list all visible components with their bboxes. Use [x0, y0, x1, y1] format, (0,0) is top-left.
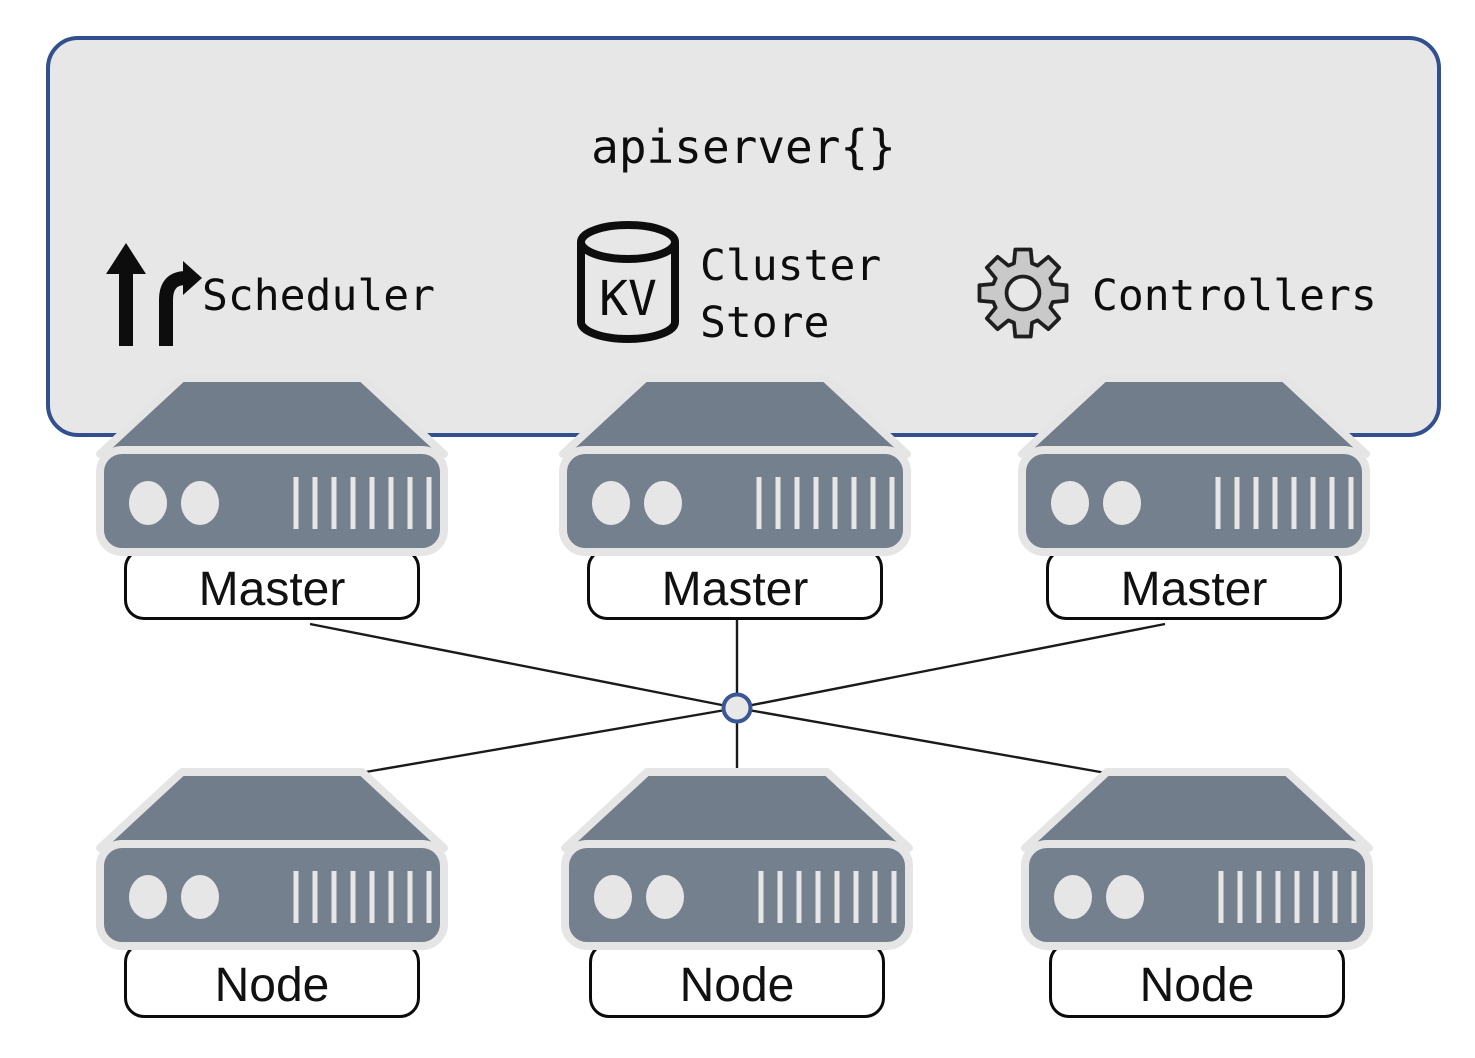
master-server-group: Master [1018, 370, 1370, 632]
server-icon [559, 374, 911, 556]
server-icon [1018, 374, 1370, 556]
node-label: Node [589, 942, 885, 1018]
kv-text: KV [599, 271, 657, 327]
apiserver-title: apiserver{} [591, 120, 896, 174]
master-label: Master [124, 548, 420, 620]
fork-arrows-icon [106, 243, 202, 346]
server-icon [96, 374, 448, 556]
node-server-group: Node [96, 764, 448, 1026]
server-icon [1021, 768, 1373, 950]
apiserver-box: apiserver{} [46, 36, 1441, 437]
node-server-group: Node [1021, 764, 1373, 1026]
kv-database-icon: KV [577, 221, 679, 343]
node-label: Node [124, 942, 420, 1018]
master-label: Master [1046, 548, 1342, 620]
node-server-group: Node [561, 764, 913, 1026]
master-server-group: Master [559, 370, 911, 632]
server-icon [561, 768, 913, 950]
master-server-group: Master [96, 370, 448, 632]
server-icon [96, 768, 448, 950]
hub-node [721, 692, 753, 724]
scheduler-label: Scheduler [202, 271, 435, 321]
gear-icon [977, 247, 1069, 339]
cluster-store-label: Cluster Store [700, 241, 882, 348]
node-label: Node [1049, 942, 1345, 1018]
controllers-label: Controllers [1092, 271, 1377, 321]
